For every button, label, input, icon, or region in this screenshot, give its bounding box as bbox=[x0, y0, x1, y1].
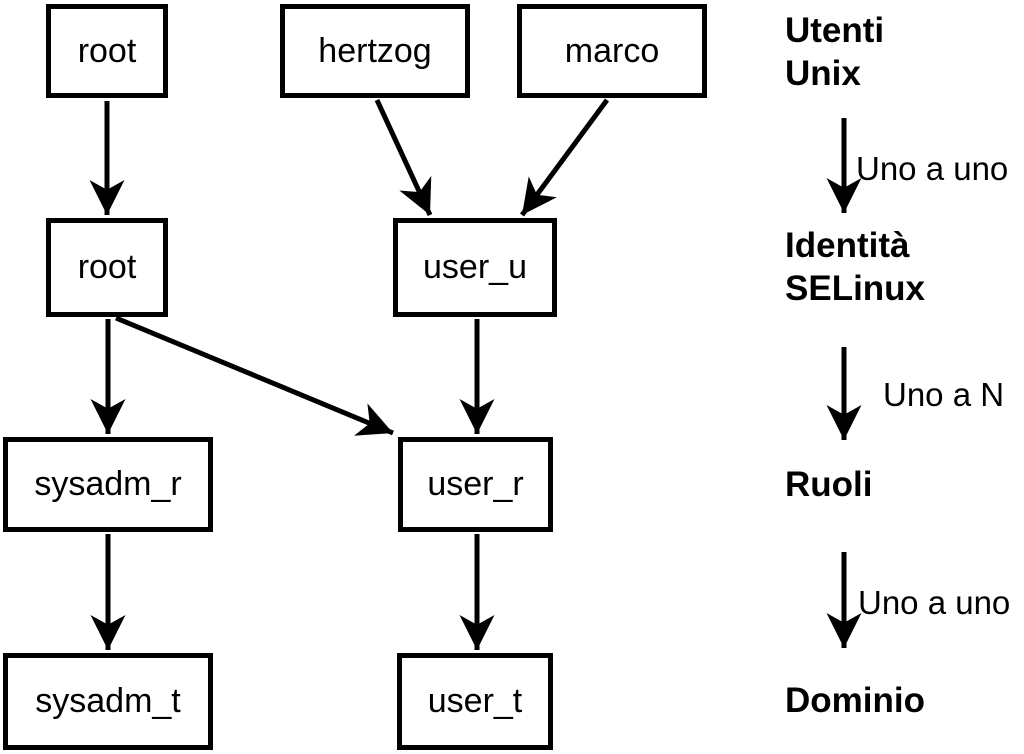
legend-level-ruoli: Ruoli bbox=[785, 465, 873, 504]
legend-caption-uno-a-n: Uno a N bbox=[883, 376, 1005, 413]
edge-selinuxroot-to-userr bbox=[115, 315, 394, 436]
legend-caption-uno-a-uno-1: Uno a uno bbox=[856, 150, 1009, 187]
node-unix-hertzog-label: hertzog bbox=[318, 31, 432, 70]
edge-marco-to-useru bbox=[519, 98, 610, 217]
node-domain-user-t-label: user_t bbox=[427, 682, 523, 720]
node-domain-sysadm-t-label: sysadm_t bbox=[35, 682, 181, 720]
node-domain-sysadm-t: sysadm_t bbox=[3, 653, 213, 750]
legend-level-utenti-unix: Utenti Unix bbox=[785, 11, 885, 93]
node-unix-hertzog: hertzog bbox=[280, 4, 470, 98]
node-role-user-r: user_r bbox=[398, 437, 553, 532]
legend-level-dominio: Dominio bbox=[785, 681, 925, 720]
node-unix-root: root bbox=[46, 4, 168, 98]
node-unix-marco: marco bbox=[517, 4, 707, 98]
node-role-sysadm-r-label: sysadm_r bbox=[34, 465, 182, 503]
node-role-sysadm-r: sysadm_r bbox=[3, 437, 213, 532]
node-selinux-user-u: user_u bbox=[393, 218, 557, 317]
legend-caption-uno-a-uno-2: Uno a uno bbox=[858, 584, 1011, 621]
node-unix-marco-label: marco bbox=[564, 31, 660, 70]
node-selinux-root-label: root bbox=[77, 248, 137, 286]
legend-level-identita-selinux: Identità SELinux bbox=[785, 226, 926, 308]
node-unix-root-label: root bbox=[77, 31, 137, 70]
edge-hertzog-to-useru bbox=[374, 98, 433, 217]
node-selinux-root: root bbox=[46, 218, 168, 317]
node-role-user-r-label: user_r bbox=[427, 465, 524, 503]
node-selinux-user-u-label: user_u bbox=[423, 248, 527, 286]
node-domain-user-t: user_t bbox=[397, 653, 553, 750]
